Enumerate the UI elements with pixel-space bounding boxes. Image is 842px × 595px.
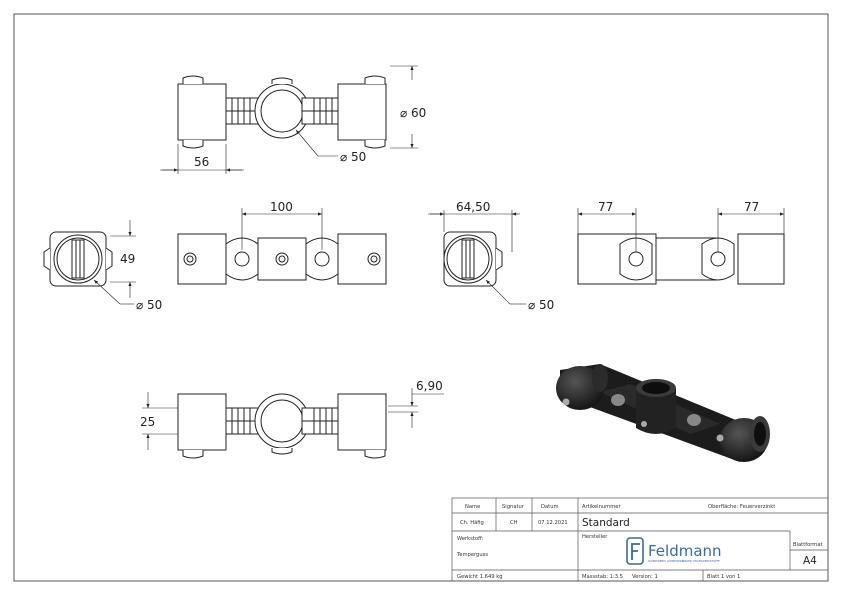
- view-right-side: [443, 231, 503, 287]
- drawing-frame: [13, 13, 829, 582]
- tb-datum: 07.12.2021: [538, 520, 568, 526]
- tb-signatur: CH: [510, 520, 518, 526]
- view-left-side: [43, 231, 113, 287]
- dim-far-left: 77: [598, 200, 613, 214]
- tb-blattformat: A4: [803, 555, 817, 567]
- tb-gewicht: Gewicht 1.649 kg: [457, 574, 503, 580]
- tb-header-datum: Datum: [541, 504, 559, 510]
- view-rear: [577, 233, 785, 285]
- dim-far-right: 77: [744, 200, 759, 214]
- tb-werkstoff-label: Werkstoff:: [457, 536, 484, 542]
- tb-header-artikel: Artikelnummer: [582, 504, 621, 510]
- dim-front-annotations: [241, 208, 323, 250]
- tb-name: Ch. Häfig: [460, 520, 484, 526]
- dim-top-clamp-width: 56: [194, 155, 209, 169]
- dim-left-annotations: [93, 220, 136, 305]
- feldmann-logo: Feldmann SCHNEIDEREI, KLEMMVERBINDER, PR…: [626, 537, 722, 565]
- tb-header-signatur: Signatur: [502, 504, 525, 510]
- tb-title: Standard: [582, 517, 630, 529]
- title-block: [451, 497, 829, 582]
- dim-bottom-offset: 6,90: [416, 379, 443, 393]
- tb-header-name: Name: [465, 504, 480, 510]
- dim-rear-annotations: [577, 208, 785, 252]
- title-block-text: Name Signatur Datum Artikelnummer Oberfl…: [456, 504, 823, 580]
- dim-bottom-annotations: [142, 388, 444, 450]
- isometric-render: [556, 364, 770, 462]
- dim-right-offset: 64,50: [456, 200, 490, 214]
- view-front: [177, 233, 387, 285]
- tb-version: Version: 1: [632, 574, 658, 580]
- tb-hersteller-label: Hersteller: [582, 534, 608, 540]
- dim-top-annotations: [160, 65, 418, 174]
- tb-blatt: Blatt 1 von 1: [707, 574, 740, 580]
- dim-right-side-annotations: [428, 210, 526, 305]
- dim-top-pipe: ⌀ 50: [340, 150, 366, 164]
- dim-mid-spacing: 100: [270, 200, 293, 214]
- view-bottom: [177, 393, 387, 459]
- dim-top-diameter-side: ⌀ 60: [400, 106, 426, 120]
- dim-bottom-height: 25: [140, 415, 155, 429]
- view-top: [177, 75, 387, 149]
- dim-right-diameter: ⌀ 50: [528, 298, 554, 312]
- tb-massstab: Massstab: 1:3.5: [582, 574, 623, 580]
- tb-werkstoff: Temperguss: [456, 552, 488, 558]
- tb-header-oberflaeche: Oberfläche: Feuerverzinkt: [708, 504, 775, 510]
- logo-subtitle: SCHNEIDEREI, KLEMMVERBINDER, PROFILWERKS…: [648, 559, 720, 563]
- tb-blattformat-label: Blattformat: [793, 542, 823, 548]
- dim-left-height: 49: [120, 252, 135, 266]
- logo-name: Feldmann: [648, 542, 722, 560]
- dim-left-diameter: ⌀ 50: [136, 298, 162, 312]
- feldmann-logo-icon: [626, 537, 644, 565]
